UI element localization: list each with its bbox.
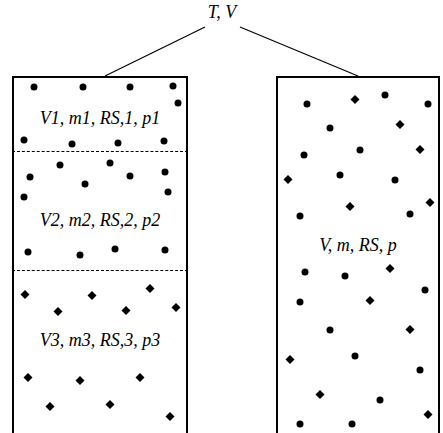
roof-lines [105, 27, 358, 76]
state-variables-label: V, m, RS, p [319, 235, 397, 256]
gas-region-box: V1, m1, RS,1, p1 [12, 76, 188, 152]
gas-region-box: V2, m2, RS,2, p2 [12, 152, 188, 271]
state-variables-label: V1, m1, RS,1, p1 [40, 108, 161, 129]
state-variables-label: V2, m2, RS,2, p2 [40, 210, 161, 231]
gas-region-box: V, m, RS, p [276, 76, 440, 433]
gas-region-box: V3, m3, RS,3, p3 [12, 271, 188, 433]
gas-particles [21, 83, 435, 428]
system-label: T, V [208, 2, 237, 23]
state-variables-label: V3, m3, RS,3, p3 [40, 330, 161, 351]
